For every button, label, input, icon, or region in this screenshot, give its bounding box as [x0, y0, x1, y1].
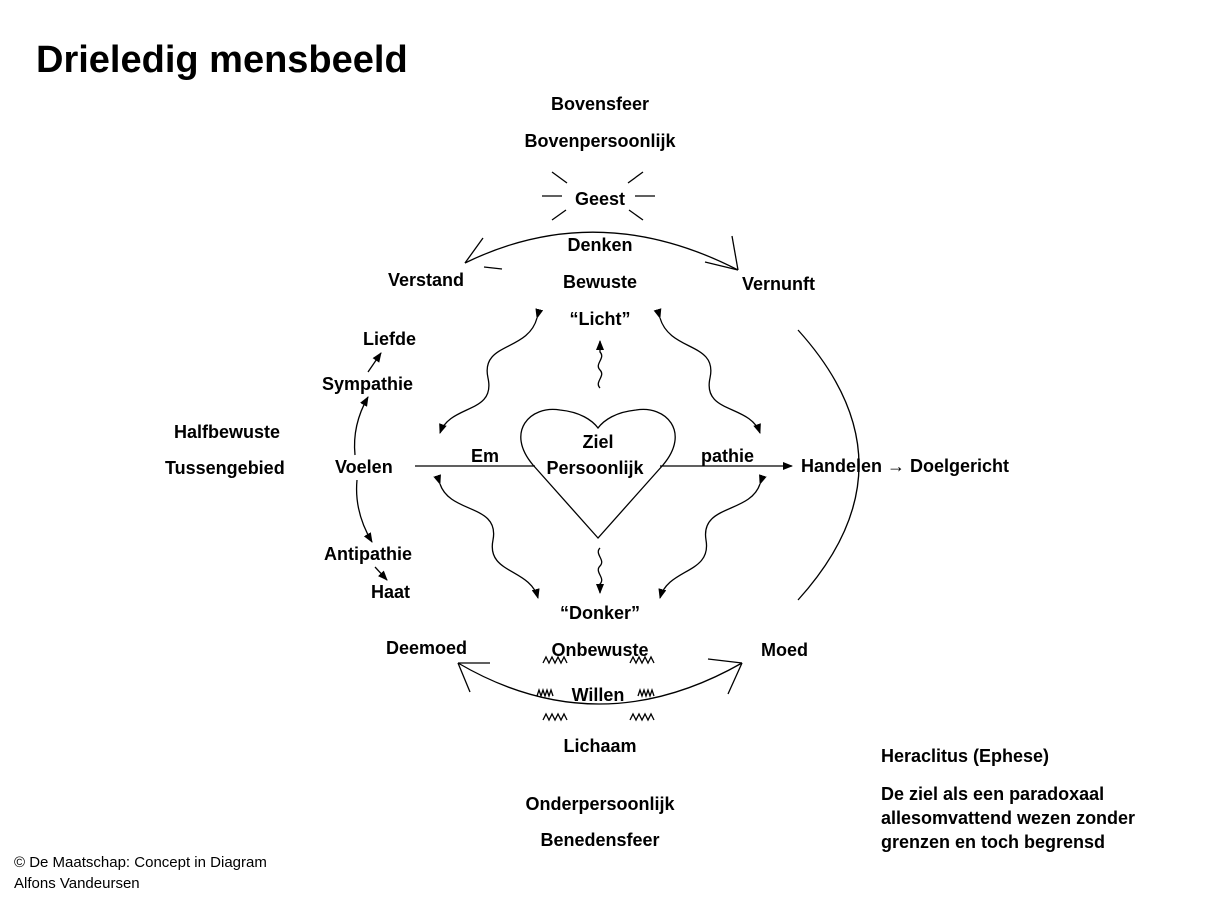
label-deemoed: Deemoed [386, 638, 468, 658]
label-bewuste: Bewuste [562, 272, 638, 292]
right-arc [797, 329, 860, 601]
label-em: Em [471, 446, 500, 466]
wavy-arrows [433, 308, 767, 599]
label-donker: “Donker” [559, 603, 641, 623]
label-halfbewuste: Halfbewuste [174, 422, 281, 442]
label-pathie: pathie [701, 446, 755, 466]
label-willen: Willen [571, 685, 625, 705]
label-denken: Denken [567, 235, 633, 255]
label-onbewuste: Onbewuste [551, 640, 649, 660]
top-arc [464, 231, 739, 271]
label-onderpersoonlijk: Onderpersoonlijk [525, 794, 675, 814]
label-antipathie: Antipathie [324, 544, 412, 564]
label-haat: Haat [371, 582, 411, 602]
credits-line-2: Alfons Vandeursen [14, 875, 140, 892]
credits-line-1: © De Maatschap: Concept in Diagram [14, 854, 267, 871]
quote-block: Heraclitus (Ephese) De ziel als een para… [881, 744, 1135, 854]
label-lichaam: Lichaam [563, 736, 637, 756]
vertical-squiggles [596, 340, 604, 594]
label-handelen: Handelen → Doelgericht [801, 456, 1010, 476]
quote-author: Heraclitus (Ephese) [881, 746, 1050, 766]
label-benedensfeer: Benedensfeer [540, 830, 660, 850]
label-voelen: Voelen [335, 457, 393, 477]
page-title: Drieledig mensbeeld [36, 39, 408, 81]
label-geest: Geest [574, 189, 626, 209]
label-tussengebied: Tussengebied [165, 458, 285, 478]
geest-rays [542, 171, 655, 221]
label-moed: Moed [761, 640, 808, 660]
credits: © De Maatschap: Concept in Diagram Alfon… [14, 852, 267, 894]
label-licht: “Licht” [569, 309, 631, 329]
label-vernunft: Vernunft [742, 274, 816, 294]
label-ziel: Ziel [582, 432, 614, 452]
label-bovenpersoonlijk: Bovenpersoonlijk [524, 131, 676, 151]
left-feeling-arrows [353, 352, 388, 581]
label-verstand: Verstand [388, 270, 465, 290]
willen-zigzags [536, 655, 655, 722]
label-sympathie: Sympathie [322, 374, 414, 394]
label-bovensfeer: Bovensfeer [550, 94, 650, 114]
quote-text: De ziel als een paradoxaal allesomvatten… [881, 784, 1136, 852]
label-liefde: Liefde [363, 329, 417, 349]
bottom-arc [457, 658, 743, 705]
label-persoonlijk: Persoonlijk [546, 458, 644, 478]
